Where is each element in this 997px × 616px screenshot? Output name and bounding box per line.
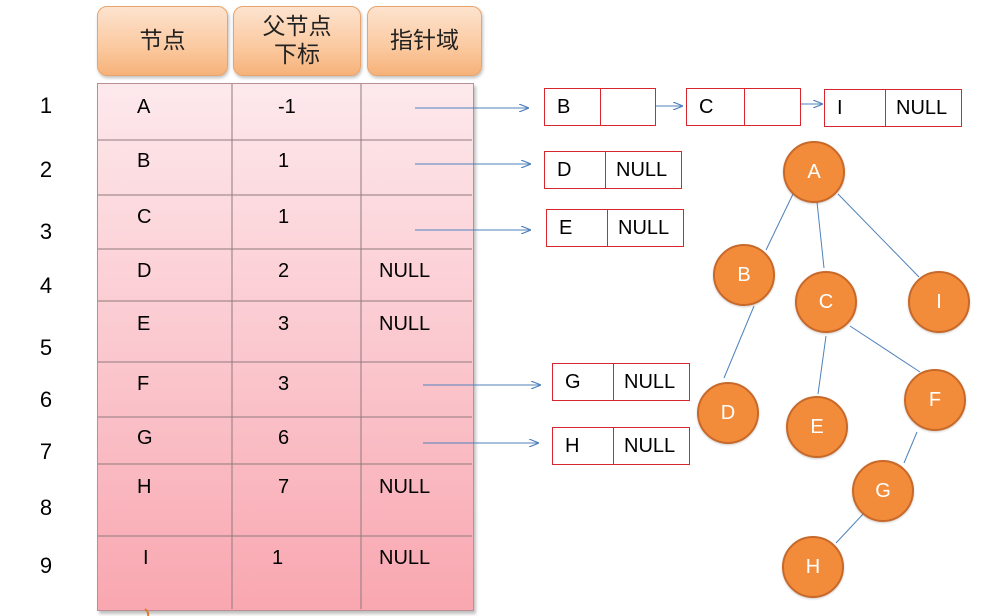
orange-connector-stub [144, 608, 150, 616]
cell-parent: 6 [278, 427, 290, 449]
cell-parent: 1 [278, 150, 290, 172]
row-number: 5 [39, 335, 53, 360]
child-box-value: I [825, 90, 886, 126]
child-box-value: B [545, 89, 601, 125]
child-box-next [745, 89, 755, 125]
cell-node: I [143, 547, 149, 569]
cell-pointer: NULL [379, 547, 431, 569]
row-number: 9 [39, 553, 53, 578]
row-number: 7 [39, 439, 53, 464]
tree-node-g: G [852, 460, 914, 522]
tree-node-d: D [697, 382, 759, 444]
tree-edges [723, 193, 921, 544]
pointer-arrows [415, 104, 822, 443]
header-parent-line1: 父节点 [262, 14, 332, 40]
tree-edge-a-b [765, 193, 794, 251]
cell-node: D [137, 260, 152, 282]
child-box-next: NULL [896, 96, 948, 119]
cell-parent: 1 [272, 547, 284, 569]
tree-node-f: F [904, 369, 966, 431]
tree-node-a: A [783, 141, 845, 203]
cell-parent: 1 [278, 206, 290, 228]
cell-node: E [137, 313, 151, 335]
child-box-i: I NULL [824, 89, 962, 127]
child-box-next [601, 89, 611, 125]
child-box-next: NULL [618, 216, 670, 239]
tree-edge-f-g [903, 431, 918, 464]
cell-parent: -1 [278, 96, 296, 118]
child-box-value: H [553, 428, 614, 464]
cell-node: F [137, 373, 150, 395]
child-box-value: C [687, 89, 745, 125]
child-box-d: D NULL [544, 151, 682, 189]
header-pointer-label: 指针域 [390, 28, 459, 54]
header-parent-line2: 下标 [274, 42, 320, 68]
child-box-value: E [547, 210, 608, 246]
child-box-h: H NULL [552, 427, 690, 465]
tree-node-b: B [713, 244, 775, 306]
cell-node: C [137, 206, 152, 228]
cell-pointer: NULL [379, 476, 431, 498]
parent-child-table [97, 83, 474, 611]
tree-edge-a-i [837, 193, 920, 278]
child-box-g: G NULL [552, 363, 690, 401]
cell-parent: 3 [278, 373, 290, 395]
cell-node: B [137, 150, 151, 172]
child-box-b: B [544, 88, 656, 126]
child-box-c: C [686, 88, 801, 126]
cell-parent: 3 [278, 313, 290, 335]
header-parent-index: 父节点 下标 [233, 6, 361, 76]
child-box-next: NULL [624, 434, 676, 457]
cell-node: H [137, 476, 152, 498]
header-node-label: 节点 [139, 28, 186, 54]
row-number: 6 [39, 387, 53, 412]
tree-edge-g-h [835, 511, 866, 544]
row-number: 1 [39, 93, 53, 118]
tree-node-c: C [795, 271, 857, 333]
row-number: 4 [39, 273, 53, 298]
tree-node-e: E [786, 396, 848, 458]
row-number: 2 [39, 157, 53, 182]
tree-edge-a-c [816, 201, 825, 269]
child-box-next: NULL [624, 370, 676, 393]
row-number: 8 [39, 495, 53, 520]
cell-parent: 2 [278, 260, 290, 282]
header-node: 节点 [97, 6, 228, 76]
cell-parent: 7 [278, 476, 290, 498]
cell-node: G [137, 427, 153, 449]
header-parent-label: 父节点 下标 [263, 13, 332, 69]
header-pointer: 指针域 [367, 6, 482, 76]
child-box-value: G [553, 364, 614, 400]
tree-edge-c-e [817, 335, 827, 395]
tree-edge-c-f [849, 325, 921, 373]
tree-node-i: I [908, 271, 970, 333]
tree-edge-b-d [723, 305, 755, 379]
child-box-next: NULL [616, 158, 668, 181]
tree-node-h: H [782, 536, 844, 598]
cell-pointer: NULL [379, 260, 431, 282]
table-grid [98, 84, 472, 609]
child-box-value: D [545, 152, 606, 188]
row-number: 3 [39, 219, 53, 244]
child-box-e: E NULL [546, 209, 684, 247]
cell-pointer: NULL [379, 313, 431, 335]
cell-node: A [137, 96, 151, 118]
